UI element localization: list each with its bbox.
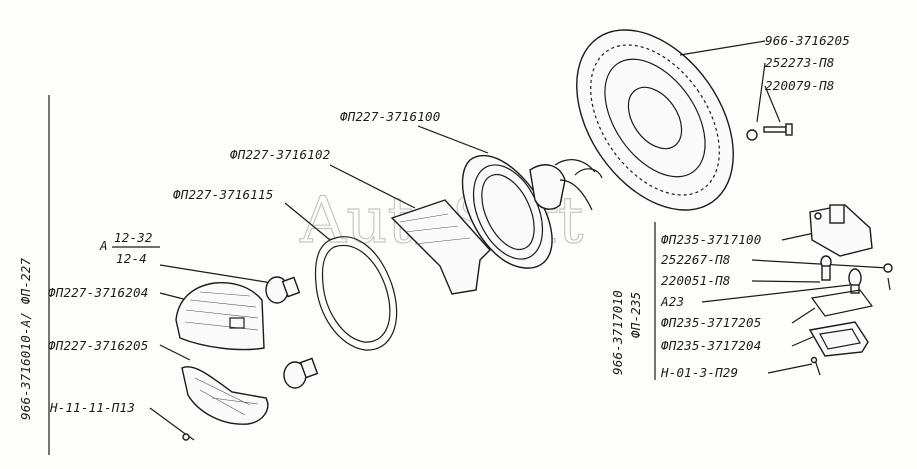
leader-gasket [284,202,331,241]
bolt-top-part [763,123,793,136]
leader-bolt-right [751,280,821,283]
lens-right-part [808,321,869,357]
label-bolt-top: 220079-П8 [765,78,835,93]
bulb-right-part [848,268,862,294]
gasket-ring-part [314,236,398,351]
leader-bolt-top [764,85,781,123]
label-housing: ФП227-3716100 [340,109,440,124]
screw-left-part [182,432,195,441]
leader-gasket-right [791,307,816,324]
lens-lower-part [181,366,269,425]
leader-lens-right [791,335,816,347]
bulb-lower-part [283,357,319,389]
label-bulb-right: А23 [660,294,684,309]
leader-bulb-right [701,284,851,303]
fraction-top: 12-32 [114,230,153,245]
right-group-vertical-label-2: ФП-235 [628,292,643,338]
bulb-upper-part [265,276,301,304]
gasket-right-part [810,289,874,317]
leader-washer-right [751,259,889,269]
label-screw-right: Н-01-3-П29 [660,365,738,380]
label-washer-right: 252267-П8 [661,252,731,267]
label-gasket-right: ФП235-3717205 [661,315,761,330]
leader-housing [417,125,489,154]
label-rim-ring: 966-3716205 [765,33,850,48]
leader-screw-left [149,407,185,434]
label-lens-right: ФП235-3717204 [661,338,761,353]
screw-right-top-part [887,277,891,291]
washer-right-part [883,263,893,273]
fraction-bottom: 12-4 [116,251,147,266]
bracket-plate-part [390,199,491,295]
leader-lamp-upper [159,264,273,284]
plate-lamp-body-part [809,204,873,257]
rim-ring-part [576,29,734,211]
fraction-prefix: А [99,238,108,253]
bolt-right-part [820,255,832,281]
leader-screw-right [767,363,813,374]
label-bracket: ФП227-3716102 [230,147,330,162]
leader-washer-top [756,62,766,123]
label-lens-lower: ФП227-3716205 [48,338,148,353]
washer-top-part [746,129,758,141]
left-group-vertical-label: 966-3716010-А/ ФП-227 [18,257,33,420]
right-group-vertical-label-1: 966-3717010 [610,290,625,375]
label-lens-upper: ФП227-3716204 [48,285,148,300]
leader-rim-ring [679,40,766,56]
lens-upper-part [175,281,265,351]
label-gasket: ФП227-3716115 [173,187,273,202]
lamp-housing-part [461,154,603,269]
leader-bracket [329,164,416,209]
label-screw-left: Н-11-11-П13 [49,400,135,415]
label-plate-lamp: ФП235-3717100 [661,232,761,247]
leader-lens-lower [159,344,191,361]
screw-right-bottom-part [810,356,821,376]
label-washer-top: 252273-П8 [765,55,835,70]
label-bolt-right: 220051-П8 [661,273,731,288]
